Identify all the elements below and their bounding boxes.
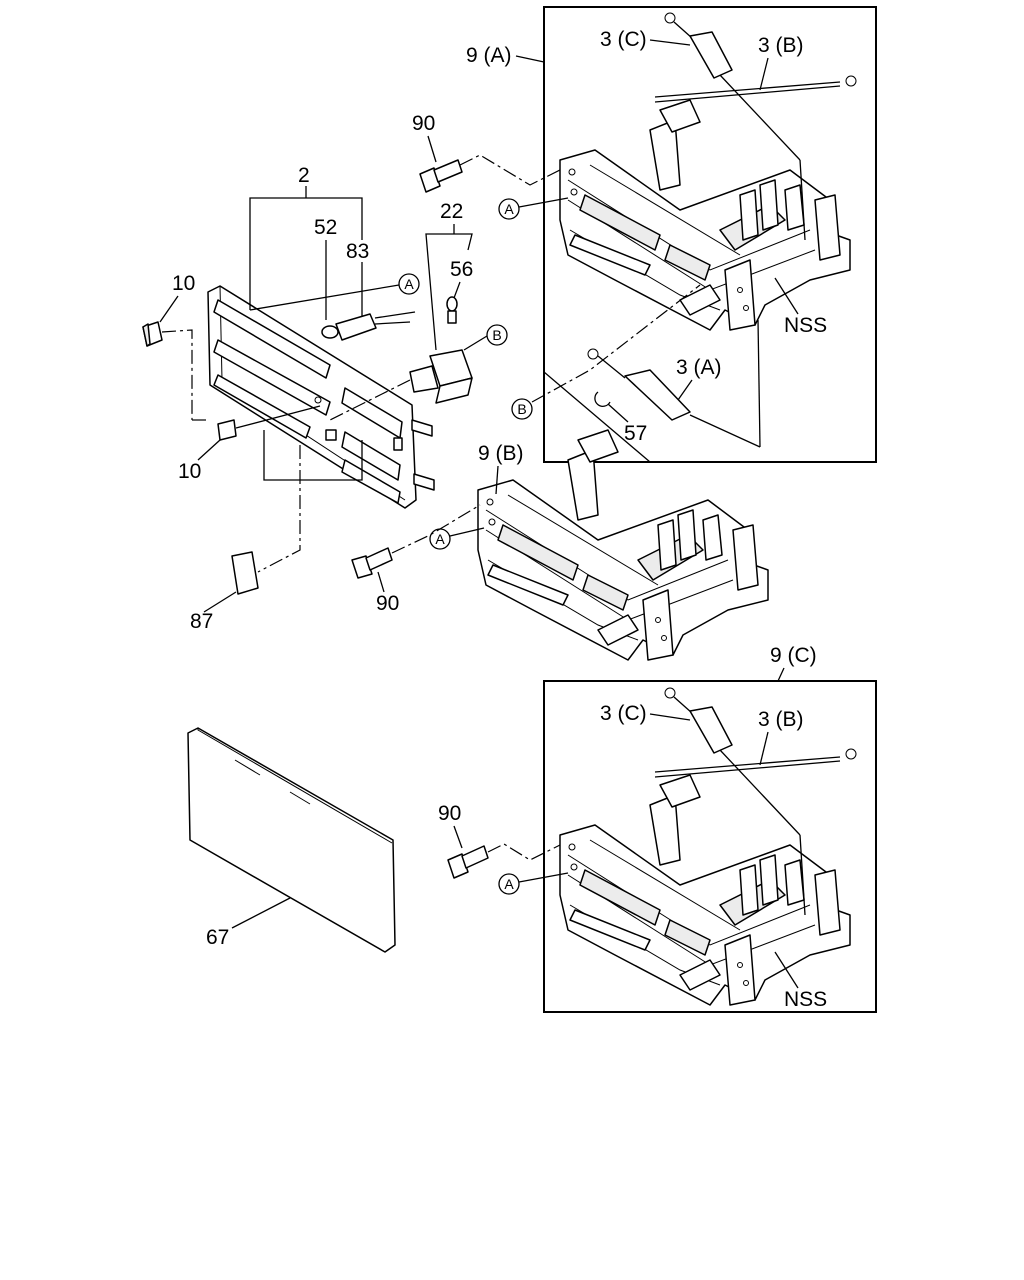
screw-90-middle — [351, 547, 393, 579]
knob-10-top — [142, 321, 163, 347]
callout-3c-bottom: 3 (C) — [600, 702, 647, 725]
callout-52: 52 — [314, 216, 337, 239]
ref-b-switch: B — [492, 327, 501, 343]
ref-b-box: B — [517, 401, 526, 417]
clip-57 — [594, 391, 611, 407]
callout-3c-top: 3 (C) — [600, 28, 647, 51]
callout-67: 67 — [206, 926, 229, 949]
bulb-56 — [446, 296, 458, 324]
ref-a-9c: A — [504, 876, 514, 892]
ref-a-9a: A — [504, 201, 514, 217]
screw-90-top — [419, 159, 463, 193]
cable-3c-bottom — [664, 687, 806, 916]
control-unit-9c — [559, 774, 851, 1006]
callout-nss-bottom: NSS — [784, 988, 827, 1011]
bulb-52 — [321, 311, 416, 341]
callout-9a: 9 (A) — [466, 44, 512, 67]
callout-9c: 9 (C) — [770, 644, 817, 667]
control-unit-9a — [559, 99, 851, 331]
callout-87: 87 — [190, 610, 213, 633]
callout-57: 57 — [624, 422, 647, 445]
callout-90-top: 90 — [412, 112, 435, 135]
callout-3b-top: 3 (B) — [758, 34, 804, 57]
callout-83: 83 — [346, 240, 369, 263]
callout-2: 2 — [298, 164, 310, 187]
cable-3b-top — [654, 75, 857, 103]
cable-3c-top — [664, 12, 806, 241]
callout-22: 22 — [440, 200, 463, 223]
callout-3a: 3 (A) — [676, 356, 722, 379]
knob-10-bottom — [217, 419, 237, 441]
cap-87 — [231, 551, 259, 595]
callout-10-bottom: 10 — [178, 460, 201, 483]
screw-90-bottom — [447, 845, 489, 879]
ref-a-9b: A — [435, 531, 445, 547]
ref-a-panel: A — [404, 276, 414, 292]
cable-3a — [587, 319, 761, 448]
lens-67 — [187, 727, 396, 953]
switch-22 — [409, 349, 473, 404]
callout-90-middle: 90 — [376, 592, 399, 615]
cable-3b-bottom — [654, 748, 857, 778]
callout-nss-top: NSS — [784, 314, 827, 337]
callout-9b: 9 (B) — [478, 442, 524, 465]
control-panel-2 — [207, 285, 435, 509]
box-9c — [543, 680, 877, 1013]
callout-56: 56 — [450, 258, 473, 281]
callout-90-bottom: 90 — [438, 802, 461, 825]
callout-3b-bottom: 3 (B) — [758, 708, 804, 731]
callout-10-top: 10 — [172, 272, 195, 295]
